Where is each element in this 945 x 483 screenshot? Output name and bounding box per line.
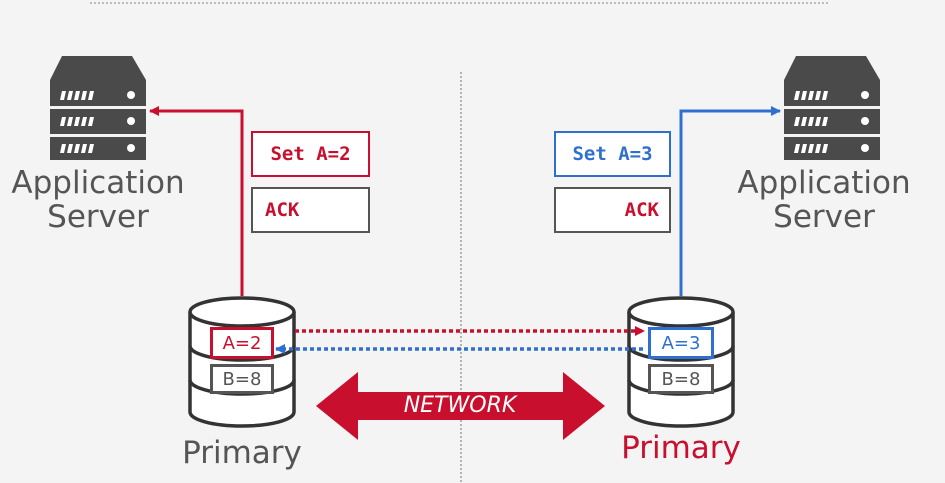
right-db-cell-b-text: B=8 xyxy=(661,368,701,390)
right-server-icon xyxy=(784,56,880,160)
left-db-cell-a-text: A=2 xyxy=(222,332,262,354)
left-reply-arrow xyxy=(149,106,244,296)
left-db-label: Primary xyxy=(182,435,302,471)
right-ack-text: ACK xyxy=(624,199,659,221)
left-request-message: Set A=2 xyxy=(251,131,370,177)
left-db-cell-a: A=2 xyxy=(210,327,274,359)
right-db-cell-a: A=3 xyxy=(648,327,714,359)
left-db-cell-b-text: B=8 xyxy=(222,368,262,390)
left-server-label-line1: Application xyxy=(11,165,185,201)
left-server-icon xyxy=(50,56,146,160)
right-db-cell-b: B=8 xyxy=(648,364,714,394)
network-label: NETWORK xyxy=(403,393,517,418)
right-request-message: Set A=3 xyxy=(554,131,671,177)
left-db-cell-b: B=8 xyxy=(210,364,274,394)
right-db-cell-a-text: A=3 xyxy=(661,332,701,354)
left-database-icon xyxy=(188,296,296,428)
right-database-icon xyxy=(627,296,735,428)
right-reply-arrow xyxy=(679,106,781,296)
right-db-label: Primary xyxy=(621,430,741,466)
network-arrow xyxy=(316,372,605,440)
left-server-label-line2: Server xyxy=(47,199,149,235)
right-server-label-line1: Application xyxy=(737,165,911,201)
left-ack-text: ACK xyxy=(265,199,300,221)
left-request-text: Set A=2 xyxy=(270,143,351,165)
right-request-text: Set A=3 xyxy=(572,143,653,165)
right-ack-message: ACK xyxy=(554,187,671,233)
right-server-label-line2: Server xyxy=(773,199,875,235)
left-ack-message: ACK xyxy=(251,187,370,233)
